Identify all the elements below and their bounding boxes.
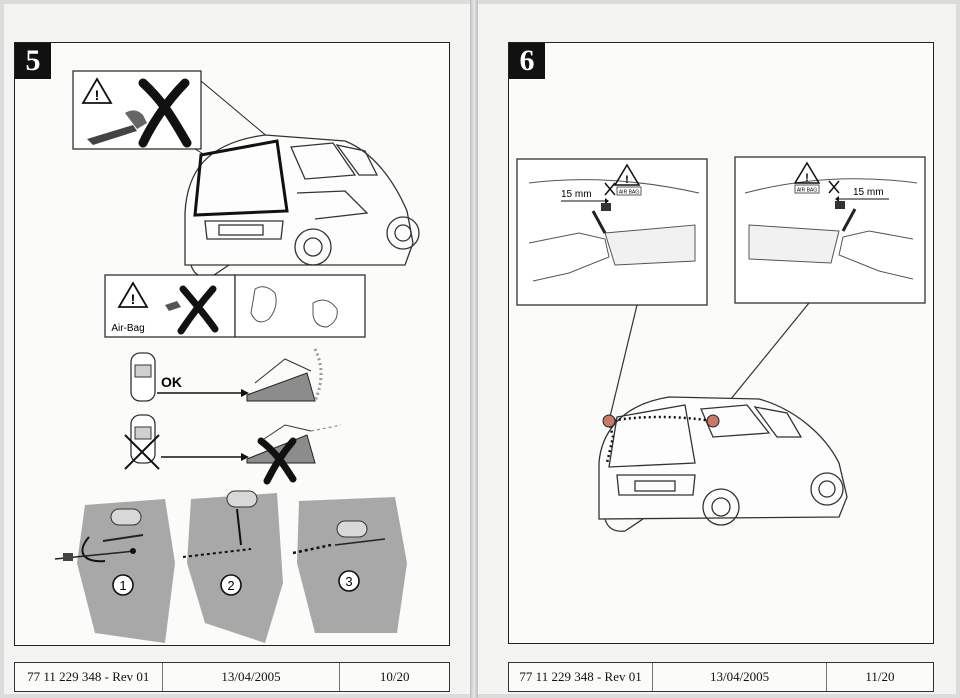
car-top-view-icon (130, 414, 156, 464)
mount-point-right (706, 414, 720, 428)
doc-date: 13/04/2005 (653, 663, 827, 691)
left-pillar-detail-inset: ! AIR BAG 15 mm (516, 158, 708, 306)
car-rear-illustration (184, 134, 420, 278)
mount-point-left (602, 414, 616, 428)
sequence-badge-3: 3 (338, 570, 360, 592)
step-number-badge: 6 (509, 43, 545, 79)
airbag-label: Air-Bag (111, 323, 144, 334)
warning-triangle-icon: ! (81, 77, 113, 104)
sequence-badge-1: 1 (112, 574, 134, 596)
doc-code: 77 11 229 348 - Rev 01 (15, 663, 163, 691)
svg-text:!: ! (95, 87, 100, 103)
step-6-illustration: ! AIR BAG 15 mm (516, 156, 926, 532)
step-number-badge: 5 (15, 43, 51, 79)
prohibited-cross-icon (604, 182, 616, 196)
airbag-tag: AIR BAG (619, 190, 639, 196)
warning-triangle-icon: ! (793, 161, 821, 184)
right-pillar-detail-inset: ! AIR BAG 15 mm (734, 156, 926, 304)
airbag-warning-strip: ! Air-Bag (104, 274, 366, 338)
airbag-tag: AIR BAG (797, 188, 817, 194)
leader-line-left (608, 304, 638, 422)
left-page-footer: 77 11 229 348 - Rev 01 13/04/2005 10/20 (14, 662, 450, 692)
prohibited-cross-icon (124, 434, 160, 470)
not-ok-row (124, 414, 342, 485)
car-top-view-icon (130, 352, 156, 402)
clearance-label-left: 15 mm (561, 189, 592, 200)
svg-text:1: 1 (119, 578, 126, 593)
right-page-footer: 77 11 229 348 - Rev 01 13/04/2005 11/20 (508, 662, 934, 692)
clearance-label-right: 15 mm (853, 187, 884, 198)
warning-triangle-icon: ! (117, 281, 149, 308)
ok-label: OK (161, 374, 182, 390)
svg-text:3: 3 (345, 574, 352, 589)
page-number: 10/20 (379, 669, 410, 684)
warning-triangle-icon: ! (613, 163, 641, 186)
doc-date: 13/04/2005 (163, 663, 341, 691)
page-left: 5 ! (4, 4, 470, 694)
cable-route-roof (608, 415, 714, 423)
step-6-panel: 6 ! AIR BAG 15 mm (508, 42, 934, 644)
cable-routing-sequence: 1 2 3 (54, 490, 407, 643)
page-number: 11/20 (865, 669, 895, 684)
step-5-panel: 5 ! (14, 42, 450, 646)
svg-text:2: 2 (227, 578, 234, 593)
svg-text:!: ! (131, 291, 136, 307)
svg-text:!: ! (805, 172, 809, 184)
step-5-illustration: ! (54, 70, 420, 643)
prohibited-cross-icon (177, 285, 219, 335)
sequence-badge-2: 2 (220, 574, 242, 596)
doc-code: 77 11 229 348 - Rev 01 (509, 663, 654, 691)
warning-inset: ! (72, 70, 276, 156)
book-gutter (470, 0, 478, 698)
prohibited-cross-icon (138, 78, 192, 148)
page-right: 6 ! AIR BAG 15 mm (478, 4, 956, 694)
prohibited-cross-icon (828, 180, 840, 194)
svg-text:!: ! (625, 174, 629, 186)
car-rear-illustration (598, 396, 848, 532)
ok-row: OK (130, 348, 323, 402)
